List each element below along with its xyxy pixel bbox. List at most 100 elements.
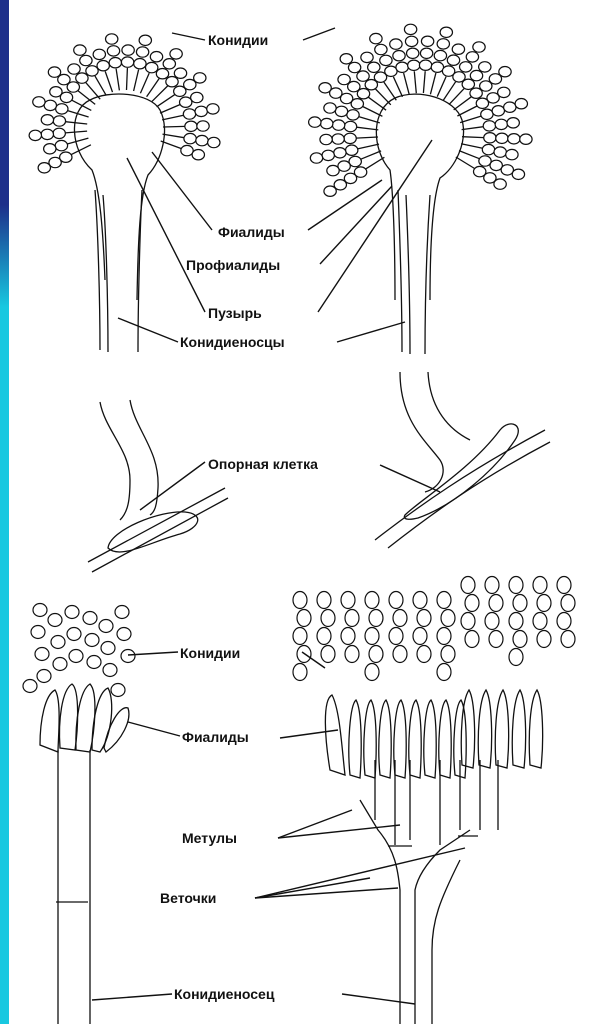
phialide-br xyxy=(529,690,542,768)
head-right-conidium xyxy=(319,83,331,93)
head-right-conidium xyxy=(482,144,494,154)
head-right-conidium xyxy=(494,147,506,157)
head-right-conidium xyxy=(483,121,495,131)
conidium-br xyxy=(441,646,455,663)
head-left-conidium xyxy=(134,59,146,69)
head-right-conidium xyxy=(344,121,356,131)
conidium-br xyxy=(437,664,451,681)
head-left-conidium xyxy=(192,150,204,160)
stipe-br-wall xyxy=(360,800,400,1024)
conidiophore-right-wall xyxy=(406,195,410,354)
conidium-br xyxy=(321,610,335,627)
head-left-phialide xyxy=(95,76,106,95)
conidium-br xyxy=(465,595,479,612)
head-left-phialide xyxy=(162,115,184,120)
head-right-conidium xyxy=(320,134,332,144)
head-left-conidium xyxy=(184,133,196,143)
phialide-br xyxy=(478,690,491,768)
phialide-br xyxy=(512,690,525,768)
head-right-conidium xyxy=(504,102,516,112)
head-right-conidium xyxy=(324,103,336,113)
head-left-phialide xyxy=(65,122,87,124)
conidium-br xyxy=(533,613,547,630)
hypha-right-a xyxy=(375,430,545,540)
head-right-conidium xyxy=(324,186,336,196)
conidium-br xyxy=(393,610,407,627)
head-left-phialide xyxy=(116,69,119,91)
conidium-br xyxy=(489,631,503,648)
conidium-br xyxy=(485,613,499,630)
head-left-conidium xyxy=(41,129,53,139)
head-right-conidium xyxy=(361,52,373,62)
head-right-conidium xyxy=(349,156,361,166)
conidium-br xyxy=(413,628,427,645)
conidium-br xyxy=(437,592,451,609)
head-right-conidium xyxy=(332,120,344,130)
head-right-conidium xyxy=(437,39,449,49)
head-left-phialide xyxy=(147,79,160,97)
head-left-phialide xyxy=(105,71,112,92)
stalk-left-a xyxy=(100,402,130,520)
head-right-conidium xyxy=(334,148,346,158)
conidium-br xyxy=(293,664,307,681)
head-right-phialide xyxy=(359,117,380,123)
head-right-conidium xyxy=(420,48,432,58)
conidium-br xyxy=(489,595,503,612)
head-left-phialide xyxy=(163,126,185,127)
head-left-conidium xyxy=(183,109,195,119)
head-left-conidium xyxy=(185,121,197,131)
conidium-br xyxy=(485,577,499,594)
head-right-conidium xyxy=(496,133,508,143)
conidium-bl xyxy=(115,606,129,619)
head-left-conidium xyxy=(109,58,121,68)
head-left-conidium xyxy=(29,130,41,140)
head-left-conidium xyxy=(86,66,98,76)
conidium-br xyxy=(533,577,547,594)
head-right-conidium xyxy=(393,51,405,61)
head-left-conidium xyxy=(68,64,80,74)
phialide-br xyxy=(439,700,451,778)
conidium-br xyxy=(509,613,523,630)
head-right-conidium xyxy=(380,55,392,65)
head-left-phialide xyxy=(67,138,88,144)
phialide-bl xyxy=(40,690,59,752)
head-right-conidium xyxy=(347,110,359,120)
head-left-conidium xyxy=(44,144,56,154)
conidium-br xyxy=(561,631,575,648)
conidium-br xyxy=(389,628,403,645)
head-left-phialide xyxy=(161,141,182,149)
conidium-bl xyxy=(23,680,37,693)
conidium-br xyxy=(513,631,527,648)
conidium-br xyxy=(345,610,359,627)
head-right-conidium xyxy=(404,24,416,34)
head-right-phialide xyxy=(443,82,455,100)
conidium-bl xyxy=(67,628,81,641)
head-right-phialide xyxy=(357,127,379,130)
conidium-br xyxy=(557,577,571,594)
head-right-phialide xyxy=(449,89,464,105)
head-left-conidium xyxy=(53,128,65,138)
head-right-conidium xyxy=(494,179,506,189)
head-right-conidium xyxy=(322,150,334,160)
conidium-br xyxy=(413,592,427,609)
head-right-phialide xyxy=(454,97,472,110)
head-left-conidium xyxy=(191,92,203,102)
head-right-phialide xyxy=(459,151,479,159)
label-prophialides: Профиалиды xyxy=(186,257,280,273)
head-left-conidium xyxy=(38,163,50,173)
head-left-phialide xyxy=(65,131,87,133)
head-right-phialide xyxy=(423,71,425,93)
head-right-phialide xyxy=(462,137,484,138)
head-left-conidium xyxy=(121,57,133,67)
head-left-conidium xyxy=(41,115,53,125)
conidium-br xyxy=(417,610,431,627)
conidium-bl xyxy=(85,634,99,647)
conidium-br xyxy=(537,631,551,648)
head-right-conidium xyxy=(405,36,417,46)
conidium-br xyxy=(293,628,307,645)
phialide-br xyxy=(461,690,474,768)
conidium-bl xyxy=(37,670,51,683)
conidium-br xyxy=(365,592,379,609)
stalk-left-b xyxy=(130,400,158,515)
head-left-conidium xyxy=(166,77,178,87)
